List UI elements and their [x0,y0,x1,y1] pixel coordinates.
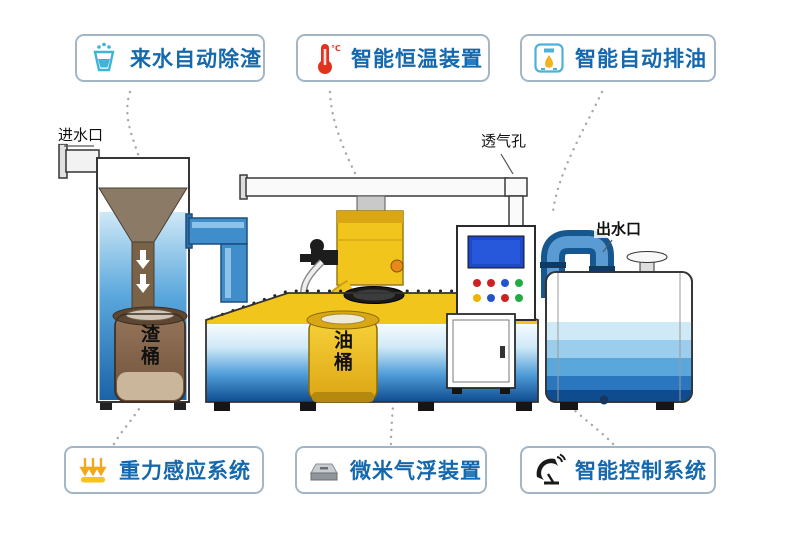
oil-barrel-label: 油桶 [331,330,353,374]
callout-label: 智能自动排油 [575,47,707,71]
vent-label: 透气孔 [479,132,529,151]
callout-micro-flotation: 微米气浮装置 [295,446,487,494]
callout-thermostat: ℃ 智能恒温装置 [296,34,490,82]
transfer-pipe [185,213,248,303]
outlet-pipe [540,230,615,298]
oil-barrel [306,310,380,403]
flotation-device-icon [310,463,338,481]
thermometer-icon: ℃ [318,44,341,74]
callout-auto-oil-drain: 智能自动排油 [520,34,716,82]
oil-drain-icon [534,43,564,73]
callout-label: 智能控制系统 [575,459,707,483]
callout-smart-control: 智能控制系统 [520,446,716,494]
inlet-label: 进水口 [56,126,106,145]
callout-label: 微米气浮装置 [350,459,482,483]
satellite-dish-icon [536,453,566,485]
slag-barrel-label: 渣桶 [138,324,160,368]
slag-barrel [112,306,188,403]
inlet-pipe [58,143,100,179]
callout-label: 来水自动除渣 [130,47,262,71]
callout-label: 智能恒温装置 [351,47,483,71]
water-cup-icon [93,42,115,72]
callout-auto-deslag: 来水自动除渣 [75,34,265,82]
callout-label: 重力感应系统 [119,459,251,483]
panel-buttons [473,279,523,302]
label-leaders [64,145,613,253]
gravity-arrows-icon [79,458,107,483]
svg-text:℃: ℃ [331,44,341,53]
outlet-label: 出水口 [594,220,644,239]
flow-arrows-down [136,250,150,293]
right-water-tank [545,251,693,410]
control-panel [446,225,536,394]
callout-gravity-sensing: 重力感应系统 [64,446,264,494]
